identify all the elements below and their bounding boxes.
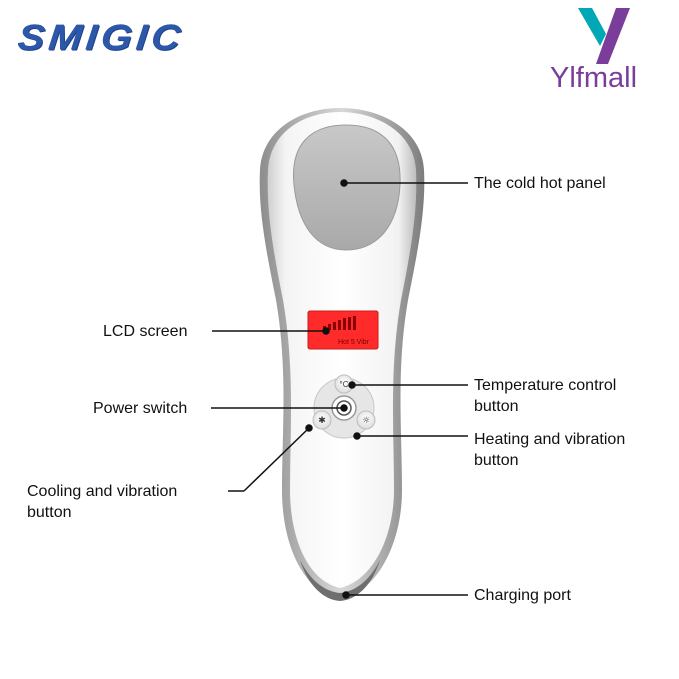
leader-lines: [211, 179, 468, 599]
label-cold-hot-panel: The cold hot panel: [474, 175, 606, 192]
heating-symbol: ☼: [362, 416, 370, 426]
label-heating-vibration-line2: button: [474, 452, 519, 469]
lcd-text: Hot 5 Vibr: [338, 339, 370, 346]
watermark-text: Ylfmall: [550, 62, 638, 94]
watermark-y-mark: [578, 8, 630, 64]
label-temperature-control-line1: Temperature control: [474, 377, 617, 394]
cooling-vibration-button[interactable]: [312, 410, 332, 430]
lcd-screen: Hot 5 Vibr: [307, 310, 379, 350]
label-power-switch: Power switch: [93, 400, 188, 417]
label-temperature-control: Temperature control button: [474, 375, 616, 417]
label-cooling-vibration-line1: Cooling and vibration: [27, 483, 178, 500]
temperature-symbol: °C: [340, 380, 349, 389]
label-temperature-control-line2: button: [474, 398, 519, 415]
label-lcd-screen: LCD screen: [103, 323, 188, 340]
label-cooling-vibration-line2: button: [27, 504, 72, 521]
cold-hot-panel: [292, 124, 401, 251]
label-charging-port: Charging port: [474, 587, 571, 604]
label-heating-vibration-line1: Heating and vibration: [474, 431, 626, 448]
heating-vibration-button[interactable]: [356, 410, 376, 430]
cooling-symbol: ✱: [318, 416, 326, 426]
label-cooling-vibration: Cooling and vibration button: [27, 481, 177, 523]
label-heating-vibration: Heating and vibration button: [474, 429, 625, 471]
leader-cooling-vibration: [243, 427, 310, 492]
